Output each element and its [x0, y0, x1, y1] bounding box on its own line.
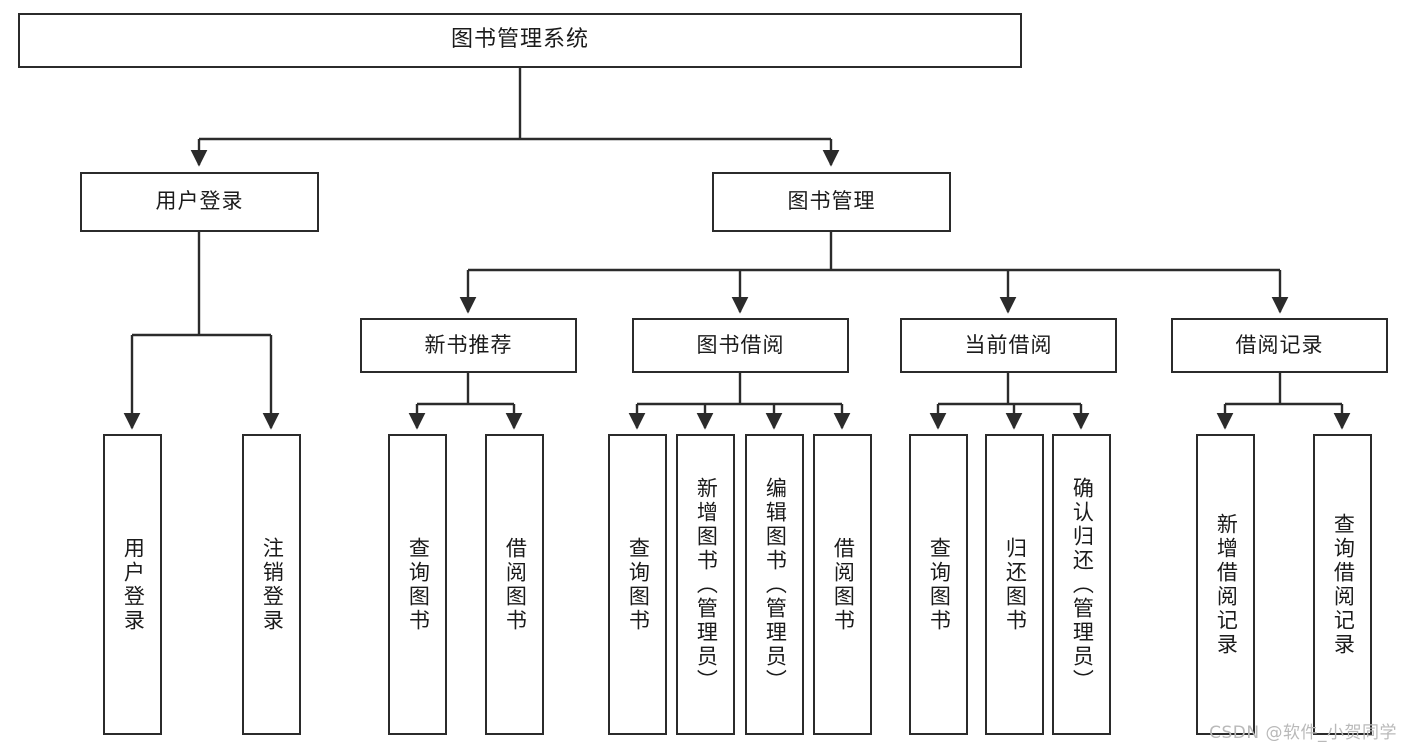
node-leaf-borrow-book-a[interactable]: 借阅图书: [485, 434, 544, 735]
node-leaf-query-book-c-label: 查询图书: [927, 536, 952, 633]
node-leaf-borrow-book-b-label: 借阅图书: [831, 536, 856, 633]
node-leaf-logout[interactable]: 注销登录: [242, 434, 301, 735]
node-leaf-add-book-label: 新增图书（管理员）: [694, 476, 719, 693]
node-book-manage[interactable]: 图书管理: [712, 172, 951, 232]
node-root-system[interactable]: 图书管理系统: [18, 13, 1022, 68]
node-leaf-edit-book-label: 编辑图书（管理员）: [763, 476, 788, 693]
node-leaf-borrow-book-a-label: 借阅图书: [503, 536, 528, 633]
node-leaf-add-book[interactable]: 新增图书（管理员）: [676, 434, 735, 735]
node-leaf-query-book-c[interactable]: 查询图书: [909, 434, 968, 735]
node-leaf-return-book[interactable]: 归还图书: [985, 434, 1044, 735]
node-new-book-recommend[interactable]: 新书推荐: [360, 318, 577, 373]
watermark-text: CSDN @软件_小贺同学: [1209, 723, 1397, 743]
node-book-borrow-label: 图书借阅: [696, 332, 785, 357]
node-leaf-query-record-label: 查询借阅记录: [1331, 512, 1356, 657]
node-book-manage-label: 图书管理: [787, 189, 876, 214]
node-root-label: 图书管理系统: [450, 27, 589, 53]
node-leaf-edit-book[interactable]: 编辑图书（管理员）: [745, 434, 804, 735]
node-current-borrow[interactable]: 当前借阅: [900, 318, 1117, 373]
node-leaf-borrow-book-b[interactable]: 借阅图书: [813, 434, 872, 735]
node-leaf-query-book-b[interactable]: 查询图书: [608, 434, 667, 735]
node-leaf-user-login-label: 用户登录: [121, 536, 146, 633]
node-current-borrow-label: 当前借阅: [964, 332, 1053, 357]
node-leaf-return-book-label: 归还图书: [1003, 536, 1028, 633]
node-leaf-add-record[interactable]: 新增借阅记录: [1196, 434, 1255, 735]
node-leaf-query-book-a[interactable]: 查询图书: [388, 434, 447, 735]
node-leaf-add-record-label: 新增借阅记录: [1214, 512, 1239, 657]
node-leaf-confirm-return[interactable]: 确认归还（管理员）: [1052, 434, 1111, 735]
node-leaf-query-record[interactable]: 查询借阅记录: [1313, 434, 1372, 735]
node-user-login-label: 用户登录: [155, 189, 244, 214]
node-leaf-logout-label: 注销登录: [260, 536, 285, 633]
node-borrow-record-label: 借阅记录: [1235, 332, 1324, 357]
node-leaf-user-login[interactable]: 用户登录: [103, 434, 162, 735]
node-leaf-query-book-b-label: 查询图书: [626, 536, 651, 633]
node-user-login[interactable]: 用户登录: [80, 172, 319, 232]
node-book-borrow[interactable]: 图书借阅: [632, 318, 849, 373]
node-borrow-record[interactable]: 借阅记录: [1171, 318, 1388, 373]
node-leaf-confirm-return-label: 确认归还（管理员）: [1070, 476, 1095, 693]
node-leaf-query-book-a-label: 查询图书: [406, 536, 431, 633]
node-new-book-recommend-label: 新书推荐: [424, 332, 513, 357]
